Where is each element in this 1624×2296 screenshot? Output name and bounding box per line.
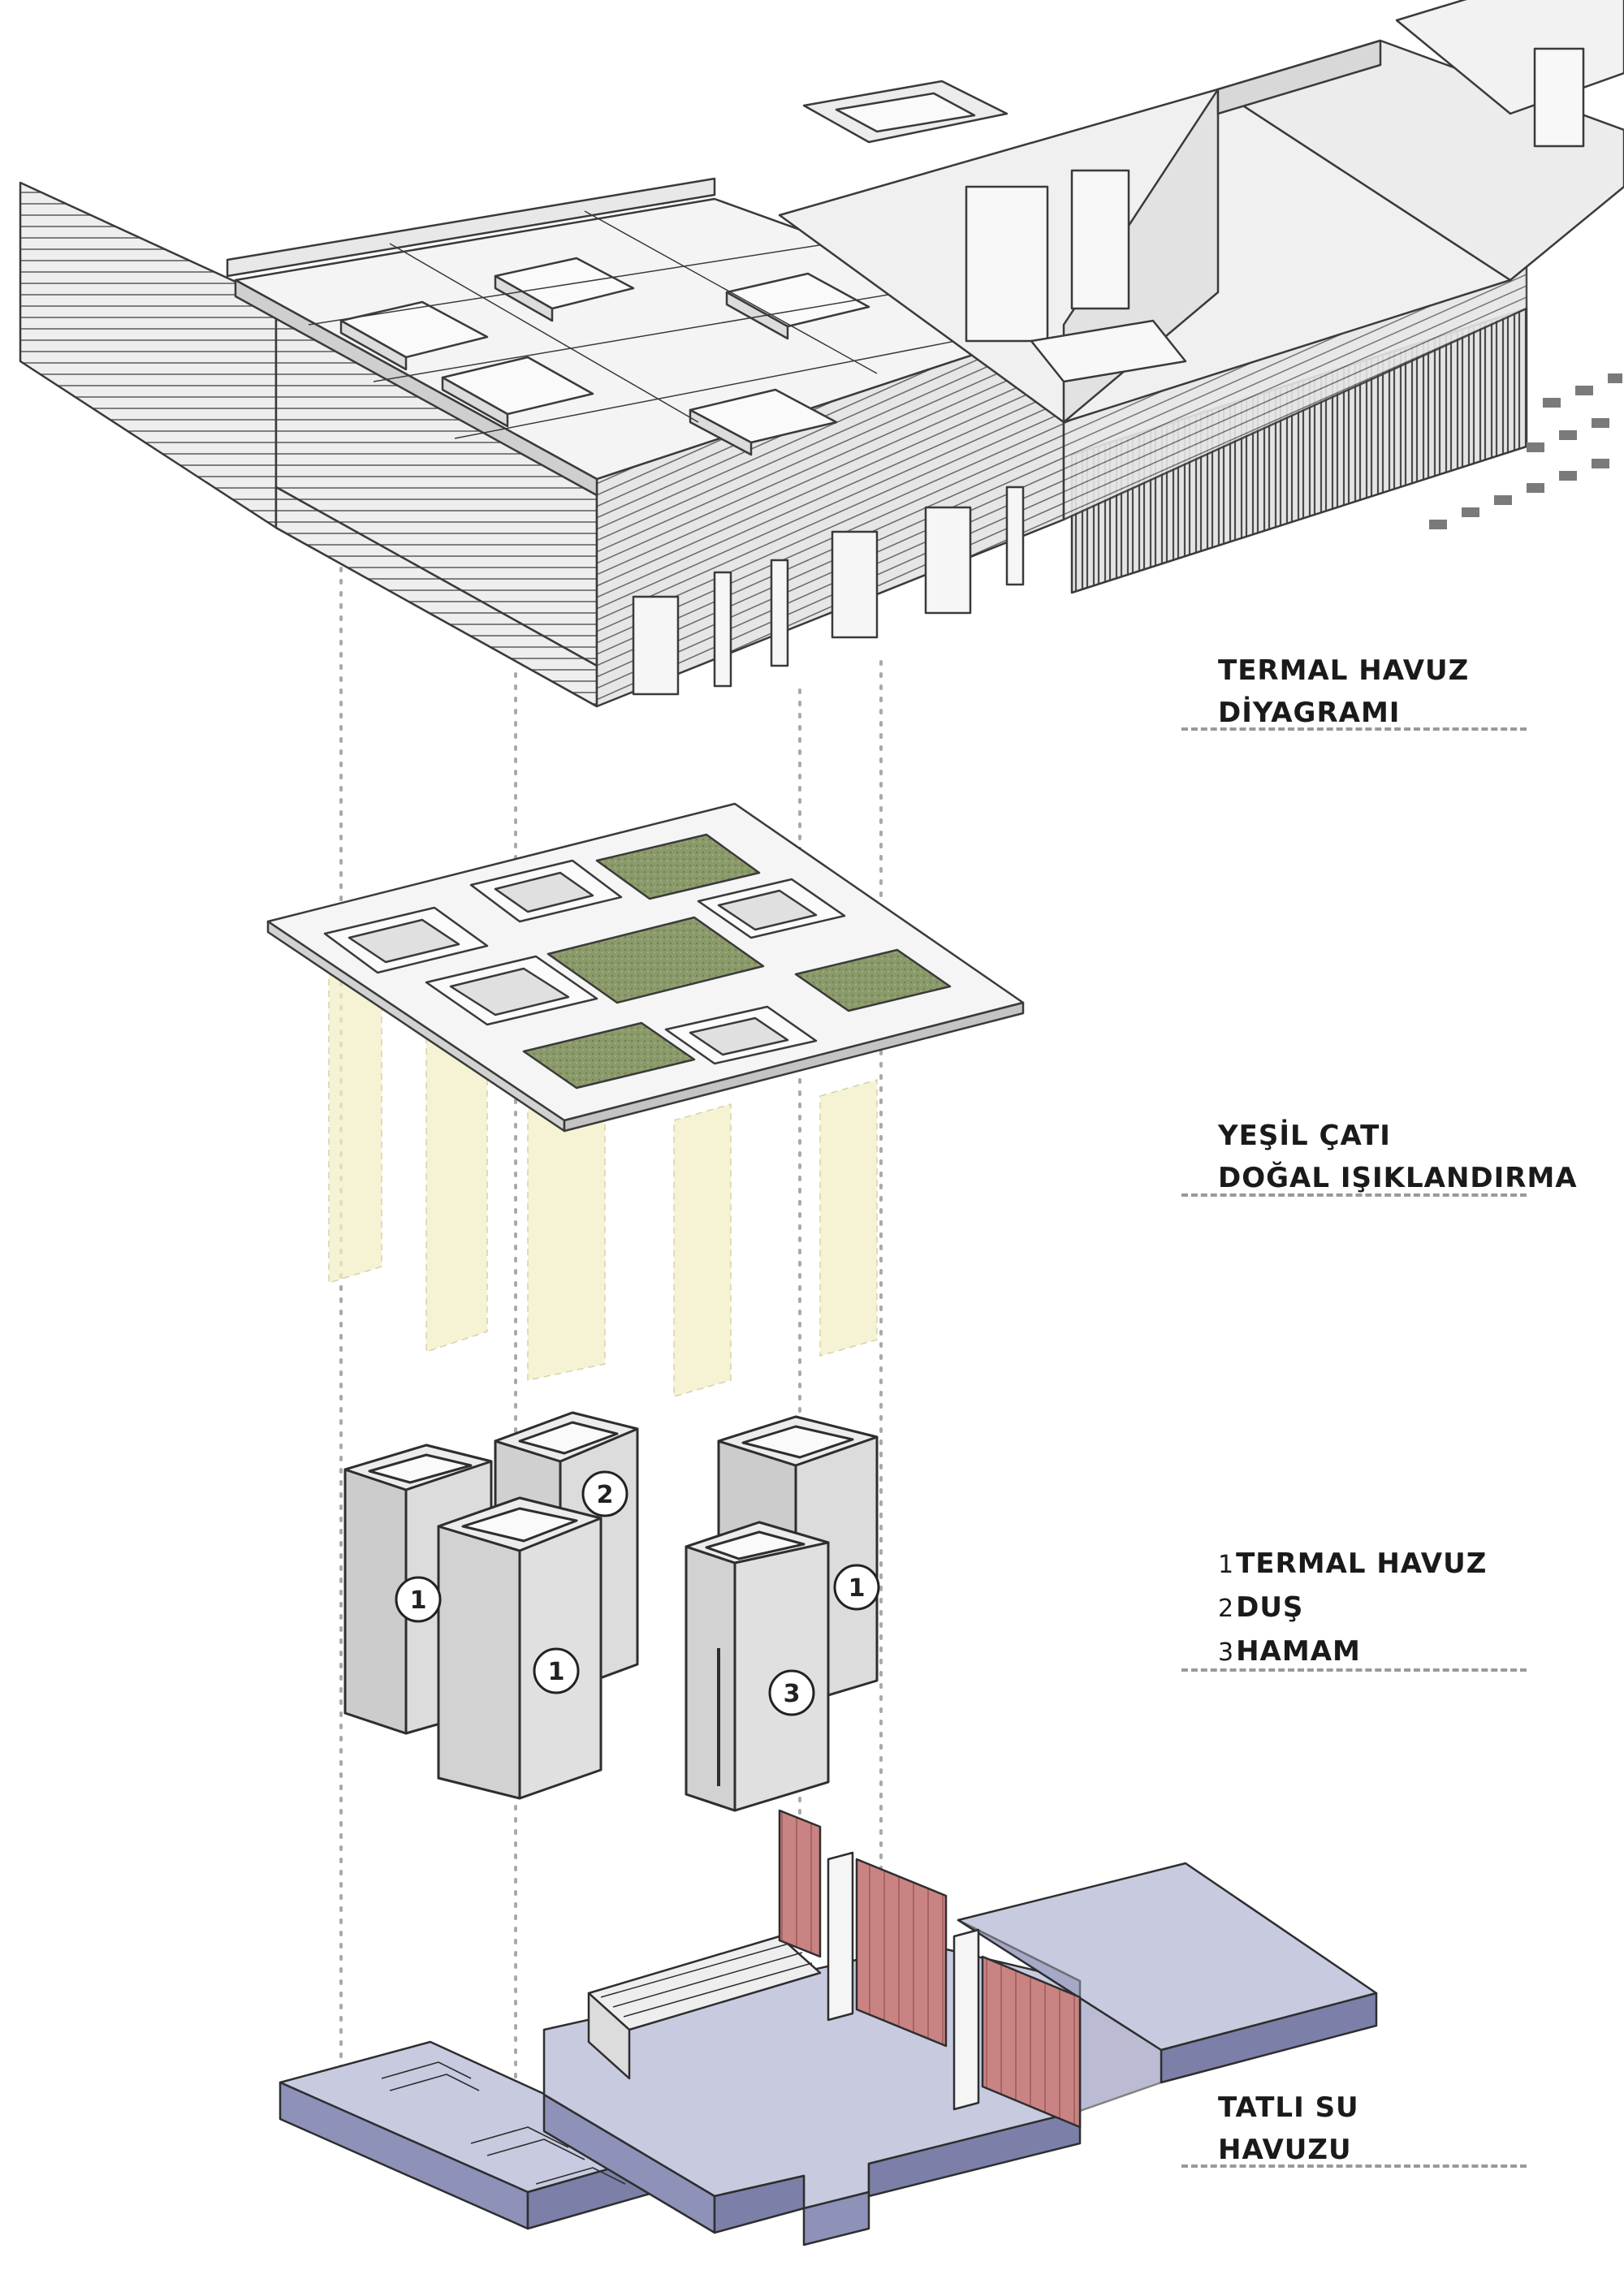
marker-3: 3 xyxy=(768,1669,815,1716)
svg-text:1: 1 xyxy=(849,1574,866,1603)
label-green-roof: YEŞİL ÇATI DOĞAL IŞIKLANDIRMA xyxy=(1218,1115,1578,1199)
legend-num: 2 xyxy=(1218,1595,1235,1623)
legend: 1 TERMAL HAVUZ 2 DUŞ 3 HAMAM xyxy=(1218,1543,1487,1674)
legend-text: DUŞ xyxy=(1236,1591,1304,1624)
marker-1-right: 1 xyxy=(833,1564,880,1611)
label-green-roof-line2: DOĞAL IŞIKLANDIRMA xyxy=(1218,1162,1578,1194)
fresh-water-pools xyxy=(279,1809,1378,2246)
label-termal-diagram: TERMAL HAVUZ DİYAGRAMI xyxy=(1218,650,1469,734)
pool-volumes xyxy=(343,1411,879,1812)
label-termal-diagram-line1: TERMAL HAVUZ xyxy=(1218,654,1470,687)
legend-item-hamam: 3 HAMAM xyxy=(1218,1630,1487,1674)
legend-text: TERMAL HAVUZ xyxy=(1236,1547,1488,1580)
label-fresh-pool: TATLI SU HAVUZU xyxy=(1218,2087,1359,2171)
legend-num: 3 xyxy=(1218,1638,1235,1667)
legend-text: HAMAM xyxy=(1236,1635,1361,1668)
label-termal-diagram-line2: DİYAGRAMI xyxy=(1218,697,1401,729)
svg-text:1: 1 xyxy=(410,1586,427,1615)
main-building xyxy=(19,0,1624,708)
legend-item-dus: 2 DUŞ xyxy=(1218,1586,1487,1630)
marker-2: 2 xyxy=(581,1470,628,1517)
legend-num: 1 xyxy=(1218,1551,1235,1579)
divider-green-roof xyxy=(1181,1193,1527,1197)
divider-fresh-pool xyxy=(1181,2164,1527,2168)
svg-text:3: 3 xyxy=(784,1680,801,1708)
label-green-roof-line1: YEŞİL ÇATI xyxy=(1218,1120,1391,1152)
label-fresh-pool-line1: TATLI SU xyxy=(1218,2091,1359,2124)
green-roof-layer xyxy=(266,802,1025,1397)
svg-text:2: 2 xyxy=(597,1481,614,1509)
svg-text:1: 1 xyxy=(548,1658,565,1686)
marker-1-front: 1 xyxy=(533,1647,580,1694)
divider-termal xyxy=(1181,727,1527,731)
marker-1-left: 1 xyxy=(395,1576,442,1623)
label-fresh-pool-line2: HAVUZU xyxy=(1218,2134,1352,2166)
volume-markers: 1 2 1 1 3 xyxy=(395,1470,880,1716)
divider-legend xyxy=(1181,1668,1527,1672)
legend-item-termal: 1 TERMAL HAVUZ xyxy=(1218,1543,1487,1586)
